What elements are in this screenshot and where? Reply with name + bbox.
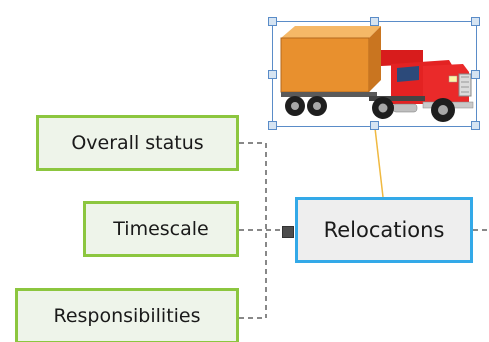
central-topic-relocations[interactable]: Relocations <box>295 197 473 263</box>
topic-image[interactable] <box>268 17 480 130</box>
resize-handle-bottom-left[interactable] <box>268 121 277 130</box>
central-topic-label: Relocations <box>323 218 445 242</box>
resize-handle-bottom-right[interactable] <box>471 121 480 130</box>
subtopic-timescale[interactable]: Timescale <box>83 201 239 257</box>
subtopic-label: Timescale <box>113 218 209 240</box>
truck-icon <box>280 26 474 122</box>
subtopic-overall-status[interactable]: Overall status <box>36 115 239 171</box>
resize-handle-top-right[interactable] <box>471 17 480 26</box>
collapse-toggle[interactable] <box>282 226 294 238</box>
subtopic-label: Responsibilities <box>53 305 201 327</box>
subtopic-responsibilities[interactable]: Responsibilities <box>15 288 239 342</box>
resize-handle-middle-left[interactable] <box>268 70 277 79</box>
subtopic-label: Overall status <box>71 132 204 154</box>
resize-handle-middle-right[interactable] <box>471 70 480 79</box>
image-link-line <box>374 127 384 198</box>
resize-handle-top-left[interactable] <box>268 17 277 26</box>
resize-handle-top-center[interactable] <box>370 17 379 26</box>
resize-handle-bottom-center[interactable] <box>370 121 379 130</box>
